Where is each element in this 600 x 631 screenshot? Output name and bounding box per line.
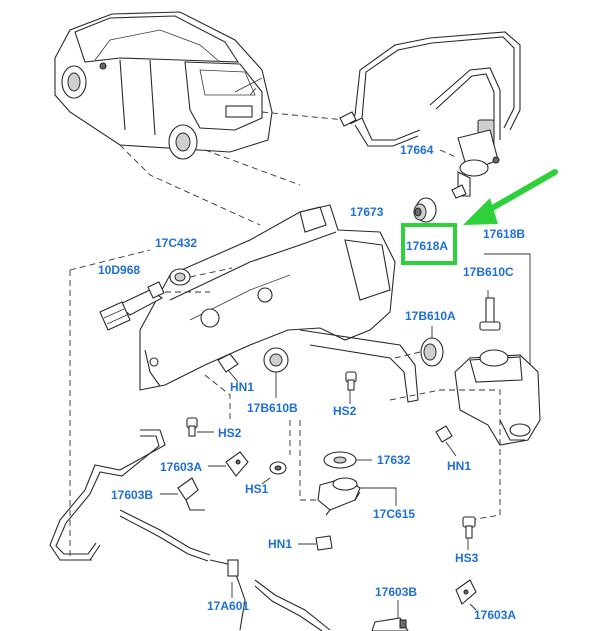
hose-lines [339,31,521,147]
vehicle-illustration [54,11,273,160]
highlight-callout [401,169,558,265]
lower-hose [49,429,331,631]
reservoir-bottle [454,349,541,446]
label-hs2-b: HS2 [333,404,357,418]
grommet-17673 [413,197,437,223]
grommet-17b610a [420,337,444,367]
nozzle-17603b-b [371,617,409,631]
washer-pump [451,119,500,199]
nozzle-17603b-a [177,477,205,511]
jet-assembly [317,451,361,516]
label-17b610a: 17B610A [405,309,456,323]
grommet-17c432 [169,268,191,286]
nut-hn1-b [435,425,453,443]
label-17c615: 17C615 [373,507,415,521]
label-17c432: 17C432 [155,236,197,250]
label-17603a-a: 17603A [160,460,202,474]
nozzle-17603a-b [455,579,477,605]
label-17603b-b: 17603B [375,585,417,599]
clip-hs1 [269,461,287,475]
level-sensor [99,281,165,331]
label-hs1: HS1 [245,482,269,496]
label-17673: 17673 [350,205,384,219]
label-hs2-a: HS2 [218,426,242,440]
nut-hn1-a [217,353,239,373]
label-17618a: 17618A [406,239,448,253]
label-17618b: 17618B [483,227,525,241]
label-17a601: 17A601 [207,599,249,613]
highlight-arrow [479,169,558,217]
washer-reservoir [139,204,419,403]
label-17664: 17664 [400,143,434,157]
label-hn1-c: HN1 [268,537,292,551]
label-hn1-b: HN1 [447,459,471,473]
highlight-box [401,223,457,265]
screw-hs3 [462,516,476,539]
bolt-17b610c [479,297,501,331]
label-17632: 17632 [377,453,411,467]
screw-hs2-a [186,417,198,437]
label-hs3: HS3 [455,551,479,565]
nozzle-17603a-a [225,451,249,477]
label-17b610b: 17B610B [247,401,298,415]
label-17603a-b: 17603A [474,608,516,622]
screw-hs2-b [345,371,357,391]
label-hn1-a: HN1 [230,380,254,394]
label-17603b-a: 17603B [111,488,153,502]
grommet-17b610b [263,347,289,373]
nut-hn1-c [315,535,333,551]
label-10d968: 10D968 [98,263,140,277]
label-17b610c: 17B610C [463,265,514,279]
